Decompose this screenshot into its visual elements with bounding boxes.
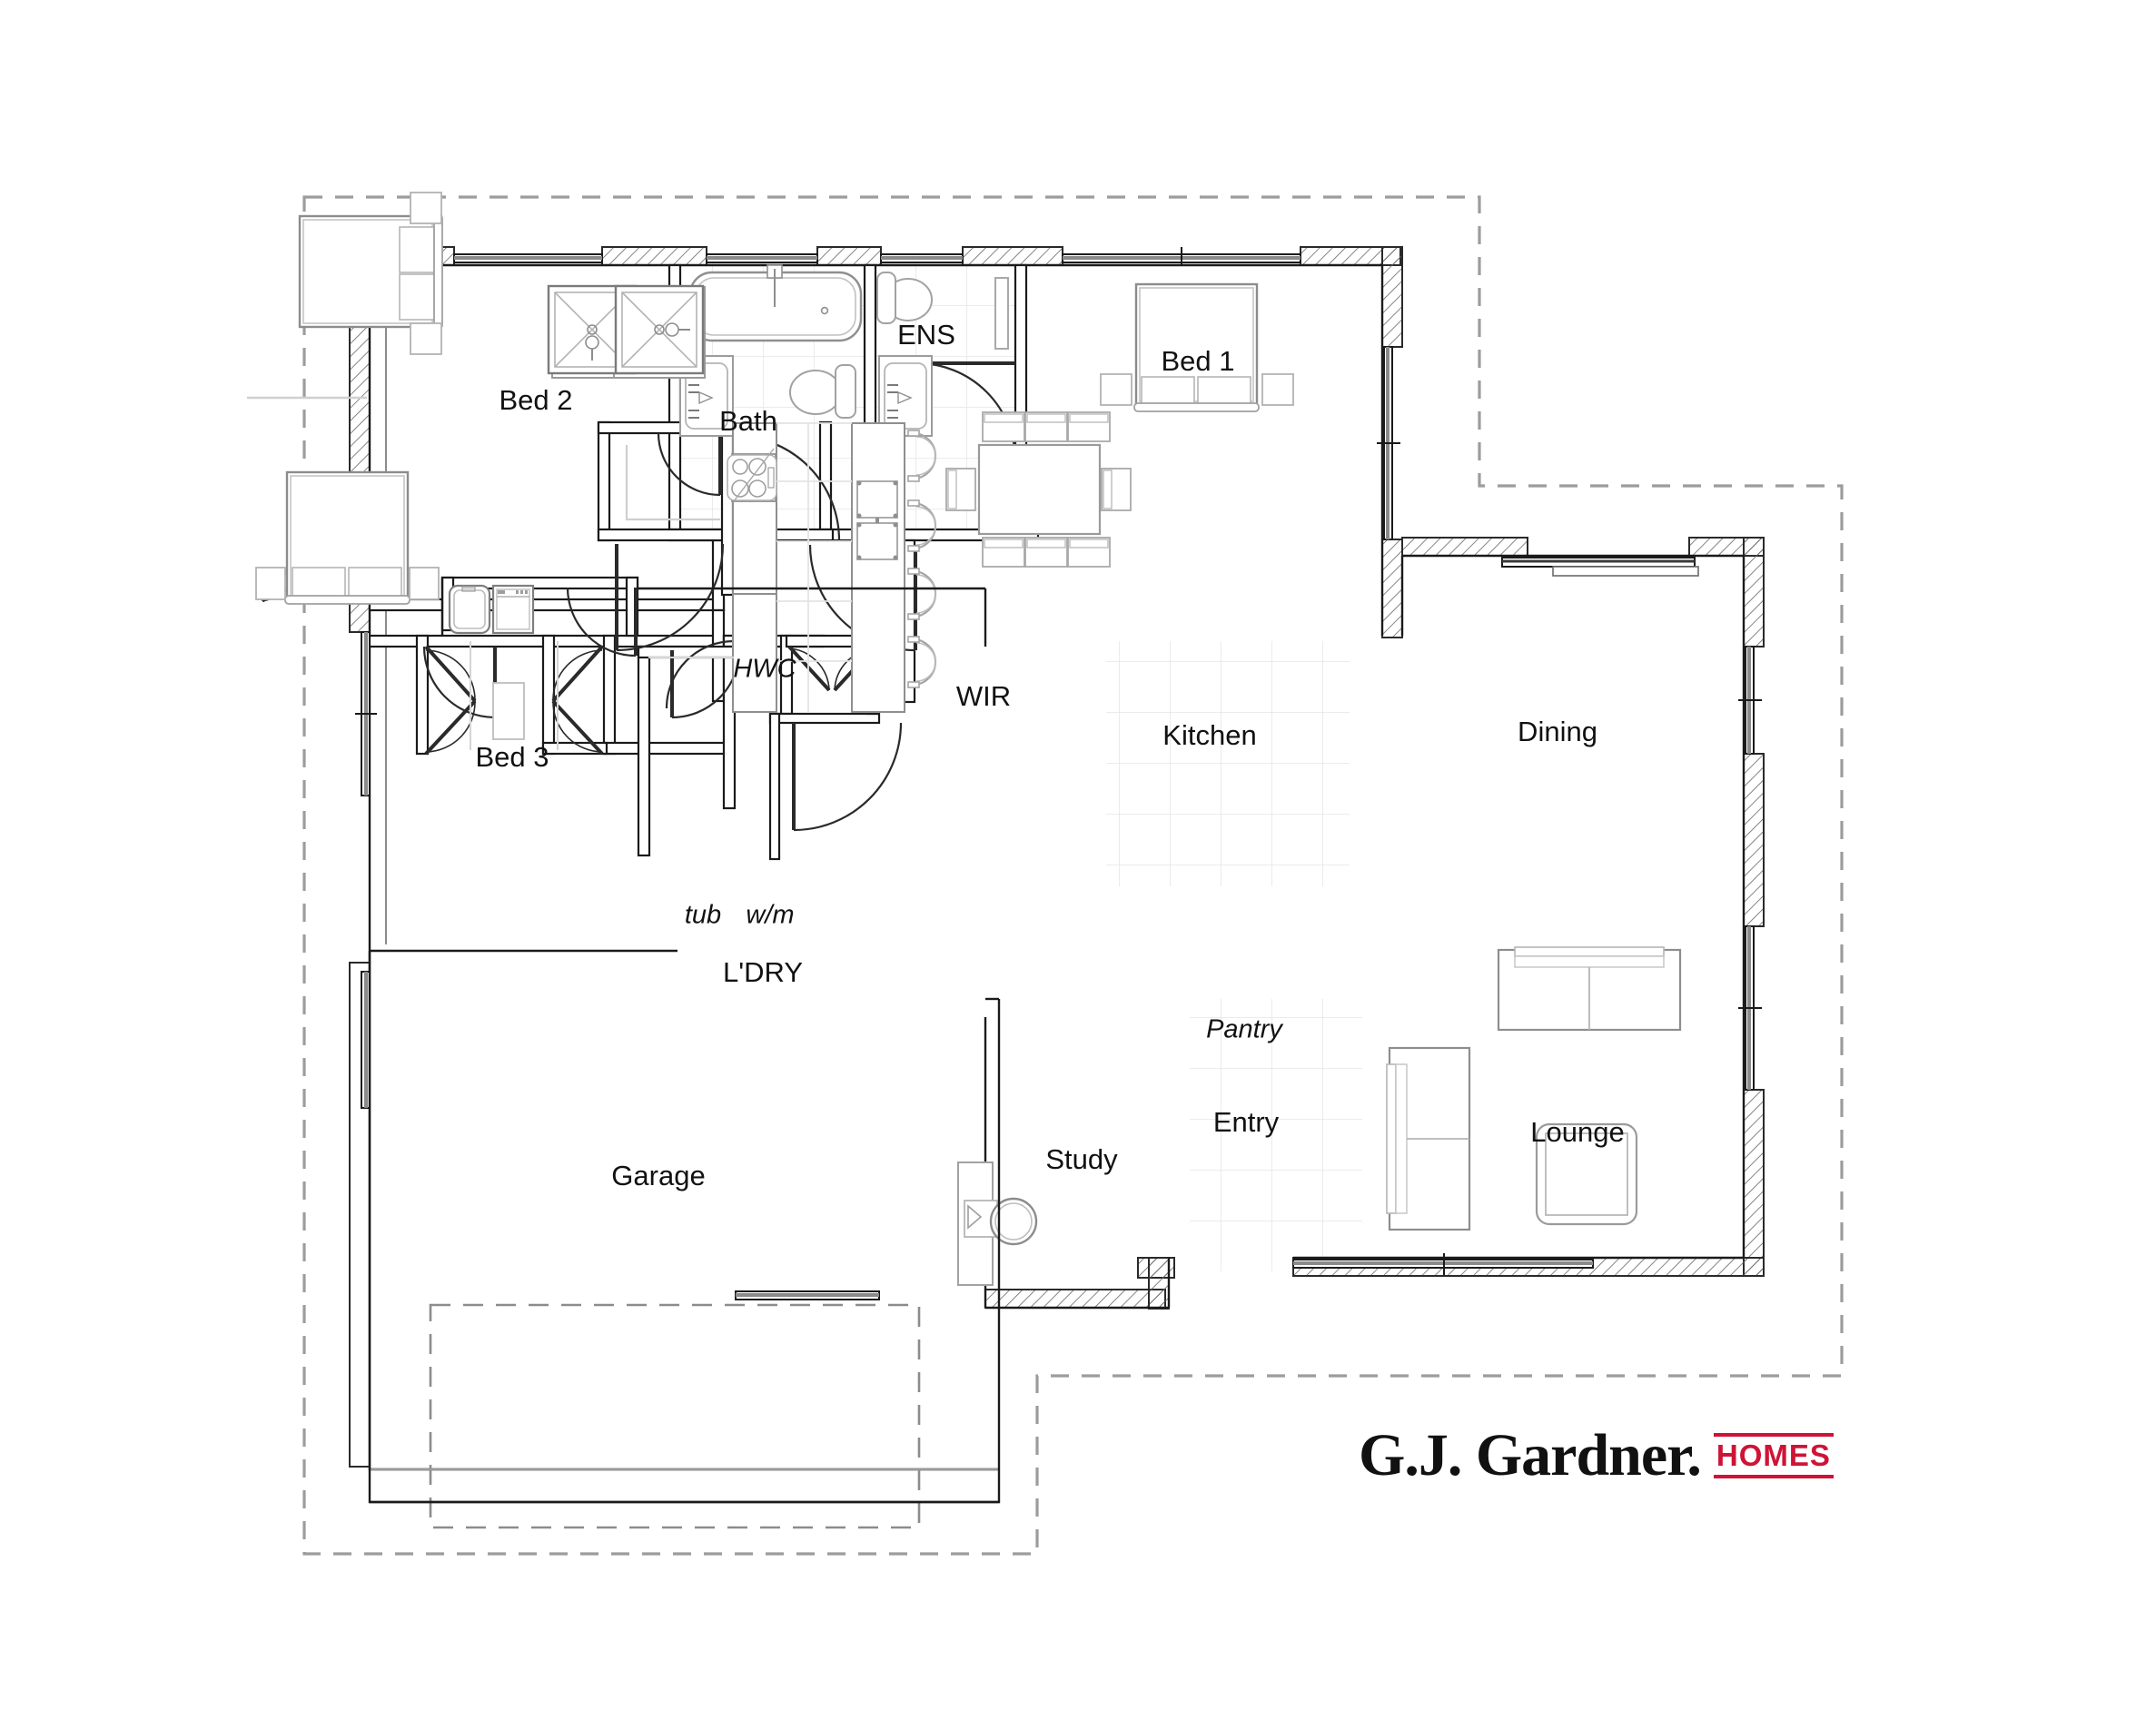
bifold-hwc-left <box>424 645 477 756</box>
bed1-nightstand-left <box>1100 373 1132 406</box>
door-ldry <box>566 587 638 657</box>
window-bed1-top <box>1062 247 1301 265</box>
garage-outline <box>368 951 1001 1504</box>
bed1-nightstand-right <box>1261 373 1294 406</box>
window-ens-top <box>880 253 964 263</box>
bed1-bed <box>1133 282 1260 412</box>
room-label-wir: WIR <box>955 680 1012 712</box>
room-label-wm: w/m <box>746 900 795 930</box>
dining-table <box>977 443 1102 536</box>
brand-rule-top <box>1713 1433 1834 1437</box>
room-label-ens: ENS <box>897 319 955 351</box>
door-front-entry <box>792 722 903 832</box>
shower-ens <box>614 284 705 375</box>
bath-toilet <box>789 364 856 419</box>
window-bed3-left <box>355 631 377 796</box>
ldry-tub <box>448 584 491 635</box>
bathtub <box>688 264 863 342</box>
lounge-sofa-top <box>1497 946 1682 1032</box>
lounge-sofa-left <box>1386 1046 1471 1231</box>
study-chair <box>989 1197 1038 1246</box>
brand-homes-block: HOMES <box>1713 1433 1834 1478</box>
room-label-bed3: Bed 3 <box>475 741 549 773</box>
room-label-ldry: L'DRY <box>722 956 804 988</box>
kitchen-cooktop <box>727 448 777 502</box>
ens-mirror <box>994 277 1009 350</box>
ldry-washing-machine <box>491 584 535 635</box>
room-label-dining: Dining <box>1518 716 1597 747</box>
door-wir <box>657 432 722 497</box>
brand-rule-bottom <box>1713 1475 1834 1478</box>
window-lounge-right-lower <box>1738 925 1762 1091</box>
bed3-nightstand-left <box>255 567 286 600</box>
bed3-bed <box>284 470 410 605</box>
garage-parking-bay <box>429 1303 921 1529</box>
room-label-entry: Entry <box>1212 1106 1280 1138</box>
wir-shelving <box>625 445 720 521</box>
window-study-bottom <box>735 1290 880 1300</box>
room-label-garage: Garage <box>611 1160 706 1191</box>
lounge-coffee-table <box>1535 1122 1638 1226</box>
brand-wordmark: G.J. Gardner. <box>1359 1422 1702 1488</box>
room-label-study: Study <box>1045 1143 1118 1175</box>
windows <box>355 247 1762 1300</box>
room-label-lounge: Lounge <box>1530 1116 1625 1148</box>
window-lounge-bottom <box>1292 1253 1594 1275</box>
window-lounge-right-upper <box>1738 646 1762 755</box>
bifold-hwc-right <box>551 645 604 756</box>
room-label-bed1: Bed 1 <box>1161 345 1235 377</box>
bed2-bed <box>298 213 443 330</box>
room-label-bed2: Bed 2 <box>499 384 573 416</box>
kitchen-bench-left <box>732 422 777 713</box>
brand-homes-text: HOMES <box>1716 1438 1831 1472</box>
window-bed1-right <box>1377 346 1400 540</box>
room-label-pantry: Pantry <box>1206 1014 1282 1044</box>
room-label-kitchen: Kitchen <box>1162 719 1257 751</box>
hwc-cylinder <box>470 641 559 750</box>
window-bath-top <box>706 253 818 263</box>
brand-logo: G.J. Gardner. HOMES <box>1359 1426 1834 1486</box>
bed2-nightstand-bottom <box>410 322 442 355</box>
site-boundary-dashed <box>302 195 1844 1556</box>
bed3-nightstand-right <box>409 567 440 600</box>
study-desk <box>957 1161 998 1286</box>
ens-toilet <box>876 272 933 324</box>
bed2-nightstand-top <box>410 192 442 224</box>
window-garage-left <box>361 971 371 1109</box>
kitchen-floor-grid <box>776 422 852 712</box>
window-bed2-top <box>453 253 603 263</box>
sliding-door-dining <box>1501 557 1699 577</box>
room-label-hwc: HWC <box>733 654 796 684</box>
hall-connector-walls <box>440 578 987 647</box>
room-label-tub: tub <box>684 900 722 930</box>
door-bed2 <box>615 543 725 652</box>
kitchen-island <box>851 422 905 713</box>
room-label-bath: Bath <box>719 405 777 437</box>
